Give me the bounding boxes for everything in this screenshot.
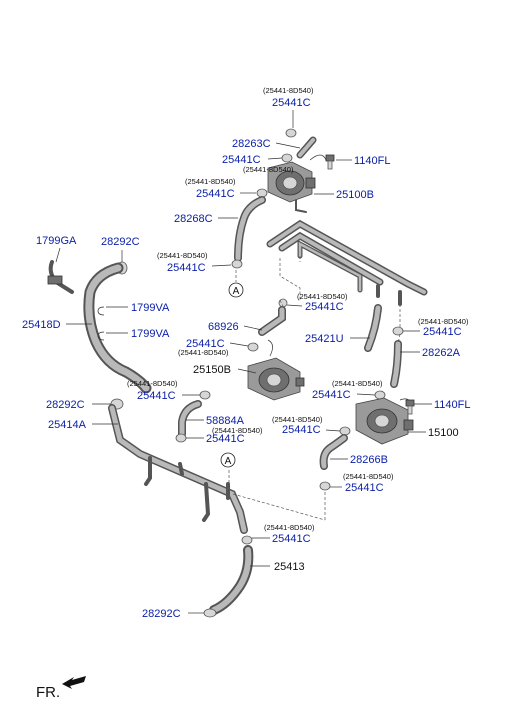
clamp-right1-part — [392, 326, 404, 336]
ref-marker-a-upper-text: A — [233, 286, 240, 297]
label-68926[interactable]: 68926 — [208, 321, 239, 333]
label-1140FL-b[interactable]: 1140FL — [434, 399, 471, 411]
label-1799GA[interactable]: 1799GA — [36, 235, 77, 247]
label-28292C-top[interactable]: 28292C — [101, 236, 140, 248]
label-28292C-bot[interactable]: 28292C — [142, 608, 181, 620]
label-25441C-upper3[interactable]: 25441C — [196, 188, 235, 200]
front-indicator: FR. — [36, 676, 86, 701]
label-25441C-right1[interactable]: 25441C — [423, 326, 462, 338]
label-1799VA-b[interactable]: 1799VA — [131, 328, 170, 340]
clamp-r3-part — [339, 426, 351, 436]
hose-28263C-part — [296, 136, 317, 159]
label-25414A[interactable]: 25414A — [48, 419, 87, 431]
label-28266B[interactable]: 28266B — [350, 454, 388, 466]
label-28292C-mid[interactable]: 28292C — [46, 399, 85, 411]
clip-1799VA-b-part — [97, 331, 105, 341]
clamp-bot-part — [241, 535, 253, 545]
label-1799VA-a[interactable]: 1799VA — [131, 302, 170, 314]
label-sub-r2: (25441-8D540) — [332, 379, 383, 388]
hose-25418D-part — [83, 262, 152, 394]
label-sub-top: (25441-8D540) — [263, 86, 314, 95]
label-28263C[interactable]: 28263C — [232, 138, 271, 150]
label-sub-c3: (25441-8D540) — [127, 379, 178, 388]
label-25441C-mid[interactable]: 25441C — [305, 301, 344, 313]
label-25441C-bot[interactable]: 25441C — [272, 533, 311, 545]
label-sub-bot: (25441-8D540) — [264, 523, 315, 532]
pipe-assembly-upper — [266, 219, 428, 306]
label-25150B[interactable]: 25150B — [193, 364, 231, 376]
label-28262A[interactable]: 28262A — [422, 347, 461, 359]
hose-25413-part — [209, 545, 254, 615]
clamp-58-part — [175, 433, 187, 443]
hose-25421U-part — [364, 304, 382, 352]
label-sub-58: (25441-8D540) — [212, 426, 263, 435]
label-25413[interactable]: 25413 — [274, 561, 305, 573]
hose-28266B-part — [319, 434, 348, 470]
label-25441C-r3[interactable]: 25441C — [282, 424, 321, 436]
hose-58884A-part — [178, 400, 202, 438]
label-25100B[interactable]: 25100B — [336, 189, 374, 201]
leader-lines — [55, 110, 432, 614]
pump-25100B-part — [267, 154, 327, 213]
dashed-connection-lines — [228, 256, 401, 521]
label-sub-upper3: (25441-8D540) — [185, 177, 236, 186]
clamp-c3-part — [199, 390, 211, 400]
bolt-1140FL-top-part — [325, 154, 335, 170]
pipe-25414A-part — [108, 404, 248, 534]
front-arrow-icon — [62, 676, 86, 689]
label-1140FL-top[interactable]: 1140FL — [354, 155, 391, 167]
clamp-upper3-part — [256, 188, 268, 198]
label-25418D[interactable]: 25418D — [22, 319, 61, 331]
label-25441C-c3[interactable]: 25441C — [137, 390, 176, 402]
ref-marker-a-upper: A — [228, 282, 244, 298]
labels: (25441-8D540) 25441C 28263C 25441C (2544… — [22, 86, 471, 620]
hose-28262A-part — [390, 340, 402, 388]
pump-25150B-part — [247, 339, 305, 401]
clamp-upper2-part — [281, 153, 293, 163]
label-25441C-r2[interactable]: 25441C — [312, 389, 351, 401]
label-25441C-top[interactable]: 25441C — [272, 97, 311, 109]
label-15100[interactable]: 15100 — [428, 427, 459, 439]
ref-marker-a-lower-text: A — [225, 456, 232, 467]
label-sub-r3: (25441-8D540) — [272, 415, 323, 424]
clamp-28292C-bot-part — [203, 608, 217, 618]
clamp-mid2-part — [247, 342, 259, 352]
label-sub-mid: (25441-8D540) — [297, 292, 348, 301]
clip-1799GA-part — [47, 260, 74, 294]
label-28268C[interactable]: 28268C — [174, 213, 213, 225]
front-label: FR. — [36, 684, 60, 701]
clip-1799VA-a-part — [97, 306, 105, 316]
label-25441C-mid2[interactable]: 25441C — [186, 338, 225, 350]
hose-68926-part — [258, 306, 286, 336]
label-25421U[interactable]: 25421U — [305, 333, 344, 345]
label-sub-right1: (25441-8D540) — [418, 317, 469, 326]
label-25441C-upper2[interactable]: 25441C — [222, 154, 261, 166]
label-sub-r4: (25441-8D540) — [343, 472, 394, 481]
label-25441C-58[interactable]: 25441C — [206, 433, 245, 445]
label-sub-left: (25441-8D540) — [157, 251, 208, 260]
label-25441C-r4[interactable]: 25441C — [345, 482, 384, 494]
bolt-1140FL-b-part — [405, 399, 415, 415]
label-58884A[interactable]: 58884A — [206, 415, 245, 427]
label-sub-upper2: (25441-8D540) — [243, 165, 294, 174]
clamp-top-part — [285, 128, 297, 138]
ref-marker-a-lower: A — [220, 452, 236, 468]
label-25441C-left[interactable]: 25441C — [167, 262, 206, 274]
clamp-r4-part — [319, 481, 331, 491]
pump-15100-part — [355, 397, 414, 445]
clamp-left-part — [231, 259, 243, 269]
hose-28268C-part — [234, 196, 266, 262]
label-sub-mid2: (25441-8D540) — [178, 348, 229, 357]
